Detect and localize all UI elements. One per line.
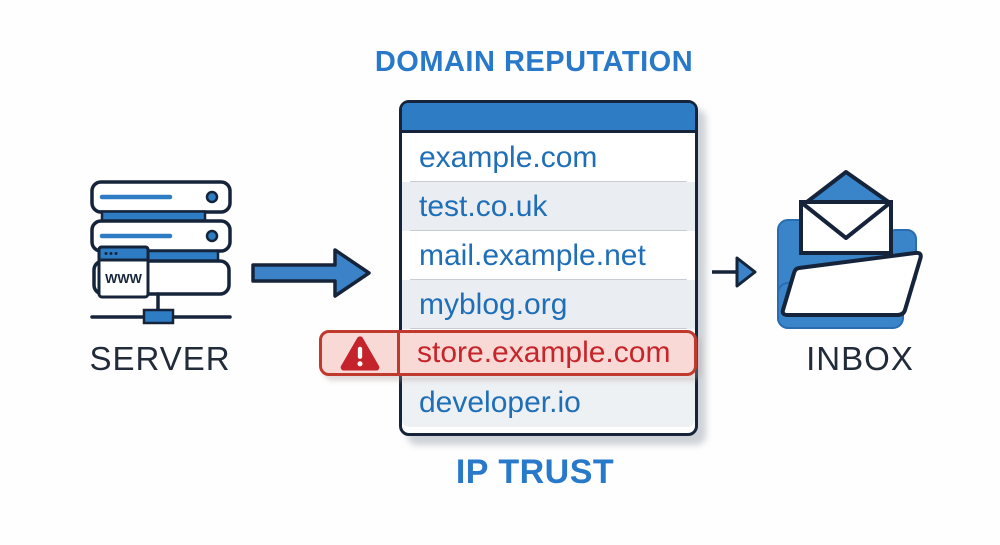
domain-row: developer.io: [402, 378, 695, 427]
browser-www-icon: WWW: [97, 245, 150, 299]
domain-row: example.com: [402, 133, 695, 183]
domain-text: test.co.uk: [419, 189, 548, 223]
domain-row: mail.example.net: [402, 231, 695, 281]
domain-text: developer.io: [419, 385, 581, 419]
list-header-bar: [402, 103, 695, 133]
domain-row-flagged: store.example.com: [319, 329, 697, 378]
warning-triangle-icon: [340, 336, 379, 371]
inbox-folder-icon: [777, 170, 923, 329]
envelope-icon: [799, 170, 893, 255]
server-label: SERVER: [89, 340, 231, 377]
server-icon: WWW: [90, 180, 232, 325]
domain-text: mail.example.net: [419, 238, 646, 272]
inbox-label: INBOX: [806, 340, 914, 377]
ip-trust-label: IP TRUST: [455, 453, 615, 491]
flow-arrow-large-icon: [251, 248, 371, 298]
flagged-domain-alert: store.example.com: [319, 330, 697, 376]
domain-text: myblog.org: [419, 287, 568, 321]
domain-row: test.co.uk: [402, 182, 695, 232]
domain-rows: example.com test.co.uk mail.example.net …: [319, 133, 697, 427]
flagged-domain-text: store.example.com: [417, 336, 671, 369]
domain-row: myblog.org: [402, 280, 695, 330]
domain-text: example.com: [419, 140, 598, 174]
domain-reputation-list: example.com test.co.uk mail.example.net …: [319, 100, 698, 436]
domain-reputation-title: DOMAIN REPUTATION: [374, 46, 694, 78]
www-text: WWW: [105, 271, 143, 286]
warning-icon-cell: [322, 333, 400, 373]
flow-arrow-small-icon: [712, 256, 757, 288]
